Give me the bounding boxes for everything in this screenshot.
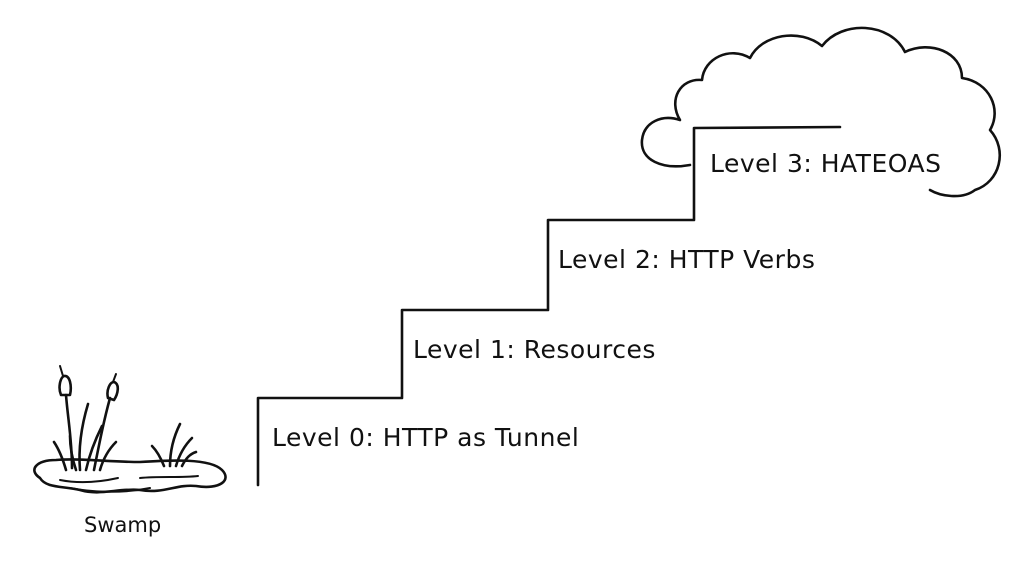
level-1-label: Level 1: Resources xyxy=(413,335,656,364)
stair-steps xyxy=(256,125,842,487)
cloud-icon xyxy=(640,26,1001,198)
swamp-label: Swamp xyxy=(84,513,161,537)
level-2-label: Level 2: HTTP Verbs xyxy=(558,245,815,274)
swamp-icon xyxy=(33,365,227,494)
level-0-label: Level 0: HTTP as Tunnel xyxy=(272,423,579,452)
level-3-label: Level 3: HATEOAS xyxy=(710,149,941,178)
staircase xyxy=(256,125,842,487)
